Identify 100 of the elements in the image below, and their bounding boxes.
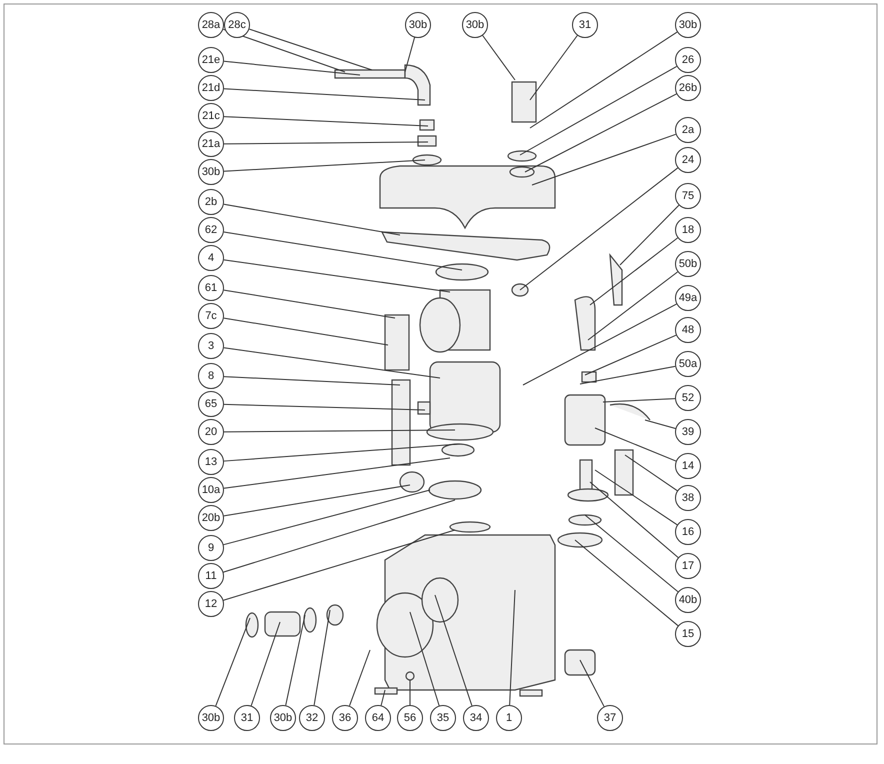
callout-number: 50b [675,251,701,277]
leader-line [590,237,678,306]
callout-number: 1 [496,705,522,731]
callout-number: 18 [675,217,701,243]
leader-line [223,204,400,236]
leader-line [224,404,426,410]
callout-number: 36 [332,705,358,731]
callout-number: 34 [463,705,489,731]
leader-line [584,334,677,376]
callout-number: 37 [597,705,623,731]
leader-line [588,271,678,340]
callout-number: 9 [198,535,224,561]
callout-number: 4 [198,245,224,271]
leader-line [404,37,416,72]
callout-number: 13 [198,449,224,475]
leader-line [590,482,679,558]
leader-line [380,690,386,706]
leader-line [223,259,450,292]
leader-line [520,167,678,290]
callout-number: 7c [198,303,224,329]
callout-number: 14 [675,453,701,479]
leader-line [522,304,677,386]
callout-number: 30b [675,12,701,38]
callout-number: 30b [462,12,488,38]
leader-line [574,540,678,626]
callout-number: 21d [198,75,224,101]
leader-line [250,622,280,706]
leader-line [410,612,440,706]
callout-number: 49a [675,285,701,311]
leader-line [223,376,400,386]
callout-number: 16 [675,519,701,545]
callout-number: 21c [198,103,224,129]
callout-number: 30b [198,159,224,185]
leader-line [215,618,250,706]
leader-line [223,160,426,172]
callout-number: 20 [198,419,224,445]
callout-number: 20b [198,505,224,531]
callout-number: 40b [675,587,701,613]
leader-line [530,32,678,128]
leader-line [530,34,578,100]
callout-number: 28a [198,12,224,38]
leader-line [580,366,676,384]
leader-line [223,318,388,346]
leader-line [584,514,678,592]
callout-number: 65 [198,391,224,417]
callout-number: 39 [675,419,701,445]
leader-line [594,428,676,462]
leader-line [285,614,306,706]
leader-line [624,454,678,492]
leader-line [223,116,428,126]
callout-number: 75 [675,183,701,209]
leader-line [223,458,450,489]
callout-number: 32 [299,705,325,731]
callout-number: 12 [198,591,224,617]
leader-line [602,398,676,402]
leader-line [223,490,430,546]
callout-number: 24 [675,147,701,173]
leader-line [348,650,370,706]
leader-line [644,420,676,429]
callout-number: 64 [365,705,391,731]
leader-line [222,530,456,601]
leader-line [223,444,460,462]
leader-line [524,93,677,172]
callout-number: 21a [198,131,224,157]
leader-line [520,66,678,156]
leader-line [223,60,360,76]
callout-number: 30b [198,705,224,731]
leader-line [223,88,426,100]
leader-line [223,347,440,378]
leader-line [314,610,330,706]
callout-number: 38 [675,485,701,511]
callout-number: 2a [675,117,701,143]
leader-line [248,28,372,70]
callout-number: 31 [234,705,260,731]
leader-line [224,430,456,432]
leader-line [532,134,676,186]
leader-line [224,142,428,144]
callout-number: 52 [675,385,701,411]
callout-number: 8 [198,363,224,389]
callout-number: 56 [397,705,423,731]
callout-number: 62 [198,217,224,243]
leader-line [482,35,516,80]
callout-number: 11 [198,563,224,589]
callout-number: 15 [675,621,701,647]
callout-number: 26 [675,47,701,73]
callout-number: 28c [224,12,250,38]
callout-number: 48 [675,317,701,343]
leader-line [594,470,678,526]
callout-number: 10a [198,477,224,503]
callout-number: 26b [675,75,701,101]
leader-line [223,484,410,516]
callout-number: 31 [572,12,598,38]
leader-line [222,500,456,573]
leader-line [580,660,605,707]
callout-number: 35 [430,705,456,731]
callout-number: 50a [675,351,701,377]
callout-number: 30b [405,12,431,38]
leader-line [620,204,680,266]
leader-line [223,290,396,318]
callout-number: 61 [198,275,224,301]
